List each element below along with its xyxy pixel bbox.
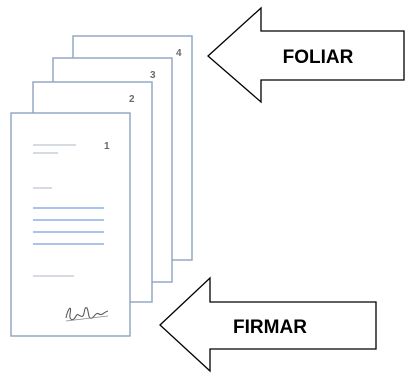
page-3-number: 3 (150, 70, 156, 81)
foliar-arrow-shape (207, 6, 405, 104)
page-4-number: 4 (176, 48, 182, 59)
firmar-arrow-shape (159, 276, 377, 373)
firmar-label: FIRMAR (233, 317, 307, 338)
handwritten-signature-icon (65, 307, 109, 321)
foliar-label: FOLIAR (283, 47, 354, 68)
foliar-arrow: FOLIAR (207, 6, 405, 104)
page-1-sheet (10, 112, 131, 337)
page-1-number: 1 (104, 141, 110, 152)
page-1: 1 (10, 112, 131, 337)
page-2-number: 2 (129, 94, 135, 105)
firmar-arrow: FIRMAR (159, 276, 377, 373)
signature-underline (65, 315, 109, 322)
